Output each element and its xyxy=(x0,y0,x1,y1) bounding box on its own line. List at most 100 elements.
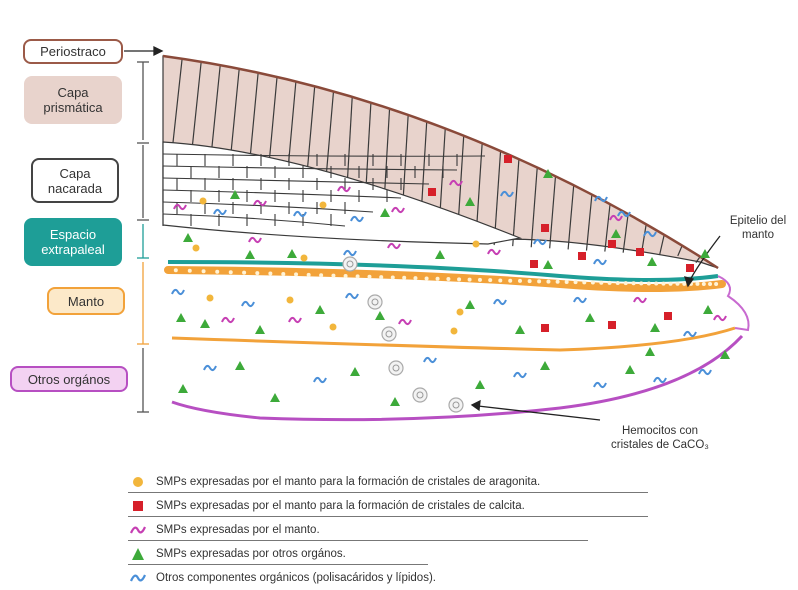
callout-hemocitos: Hemocitos con cristales de CaCO₃ xyxy=(611,425,709,451)
epithelium-cell xyxy=(646,281,651,286)
prism-column-line xyxy=(677,245,683,257)
blue-squiggle-icon xyxy=(293,210,307,218)
prism-column-line xyxy=(229,68,240,164)
magenta-squiggle-icon xyxy=(129,526,147,534)
green-triangle-icon xyxy=(540,361,550,370)
green-triangle-icon xyxy=(720,350,730,359)
nacre-tablets xyxy=(162,153,486,227)
blue-squiggle-icon xyxy=(213,208,227,216)
red-square-icon xyxy=(636,248,644,256)
epithelium-cell xyxy=(255,271,260,276)
epithelium-cell xyxy=(173,268,178,273)
blue-squiggle-icon xyxy=(171,288,185,296)
label-periostraco: Periostraco xyxy=(23,39,123,64)
epithelium-cell xyxy=(228,270,233,275)
epithelium-cell xyxy=(695,281,700,286)
blue-squiggle-icon xyxy=(493,298,507,306)
epithelium-cell xyxy=(446,277,451,282)
blue-squiggle-icon xyxy=(617,210,631,218)
hemocyte-icon xyxy=(388,360,404,376)
prism-column-line xyxy=(585,194,593,251)
epithelium-cell xyxy=(615,280,620,285)
epithelium-cell xyxy=(379,275,384,280)
hemocyte-icon xyxy=(448,397,464,413)
green-triangle-icon xyxy=(230,190,240,199)
green-triangle-icon xyxy=(585,313,595,322)
legend-label: SMPs expresadas por otros orgános. xyxy=(156,548,346,560)
epithelium-cell xyxy=(537,279,542,284)
magenta-squiggle-icon xyxy=(221,316,235,324)
green-triangle-icon xyxy=(287,249,297,258)
red-square-icon xyxy=(133,501,143,511)
magenta-squiggle-icon xyxy=(337,185,351,193)
magenta-squiggle-icon xyxy=(713,314,727,322)
green-triangle-icon xyxy=(178,384,188,393)
blue-squiggle-icon xyxy=(573,296,587,304)
epithelium-cell xyxy=(668,281,673,286)
prism-column-line xyxy=(530,167,538,248)
green-triangle-icon xyxy=(515,325,525,334)
legend-divider xyxy=(128,564,428,565)
epithelium-cell xyxy=(573,280,578,285)
green-triangle-icon xyxy=(703,305,713,314)
epithelium-cell xyxy=(498,278,503,283)
green-triangle-icon xyxy=(700,249,710,258)
green-triangle-icon xyxy=(647,257,657,266)
epithelium-cell xyxy=(413,276,418,281)
legend-divider xyxy=(128,492,648,493)
epithelium-cell xyxy=(343,273,348,278)
epithelium-cell xyxy=(517,278,522,283)
epithelium-cell xyxy=(527,279,532,284)
hemocyte-crystal xyxy=(416,391,424,399)
prism-column-line xyxy=(267,76,278,173)
orange-circle-icon xyxy=(456,308,464,316)
orange-circle-icon xyxy=(329,323,337,331)
green-triangle-icon xyxy=(183,233,193,242)
green-triangle-icon xyxy=(435,250,445,259)
green-triangle-icon xyxy=(465,300,475,309)
epithelium-cell xyxy=(546,279,551,284)
mantle-tip-outline xyxy=(717,275,750,332)
epithelium-cell xyxy=(319,273,324,278)
red-square-icon xyxy=(686,264,694,272)
callout-arrows xyxy=(124,45,721,421)
epithelium-cell xyxy=(215,269,220,274)
legend-label: SMPs expresadas por el manto para la for… xyxy=(156,500,525,512)
prism-column-line xyxy=(567,185,575,250)
green-triangle-icon xyxy=(475,380,485,389)
green-triangle-icon xyxy=(543,260,553,269)
orange-circle-icon xyxy=(319,201,327,209)
epithelium-cell xyxy=(331,273,336,278)
prism-column-line xyxy=(622,213,629,253)
magenta-squiggle-icon xyxy=(173,203,187,211)
prism-column-line xyxy=(248,72,259,168)
prism-column-line xyxy=(512,159,520,247)
epithelium-cell xyxy=(457,277,462,282)
green-triangle-icon xyxy=(611,229,621,238)
mantle-lower-line xyxy=(171,326,736,352)
legend-item: Otros componentes orgánicos (polisacárid… xyxy=(128,566,648,590)
epithelium-cell xyxy=(306,272,311,277)
orange-circle-icon xyxy=(450,327,458,335)
epithelium-cells xyxy=(173,268,719,286)
epithelium-cell xyxy=(582,280,587,285)
hemocyte-crystal xyxy=(392,364,400,372)
magenta-squiggle-icon xyxy=(633,296,647,304)
epithelium-cell xyxy=(675,281,680,286)
epithelium-cell xyxy=(564,279,569,284)
blue-squiggle-icon xyxy=(593,381,607,389)
nacre-row-line xyxy=(162,165,458,171)
hemocyte-crystal xyxy=(452,401,460,409)
epithelium-cell xyxy=(714,281,719,286)
blue-squiggle-icon xyxy=(683,330,697,338)
red-square-icon xyxy=(541,224,549,232)
epithelium-cell xyxy=(555,279,560,284)
orange-circle-icon xyxy=(300,254,308,262)
magenta-squiggle-icon xyxy=(248,236,262,244)
prism-column-line xyxy=(210,65,221,159)
legend-label: SMPs expresadas por el manto para la for… xyxy=(156,476,541,488)
blue-squiggle-icon xyxy=(241,300,255,308)
epithelium-cell xyxy=(607,280,612,285)
epithelium-cell xyxy=(281,271,286,276)
